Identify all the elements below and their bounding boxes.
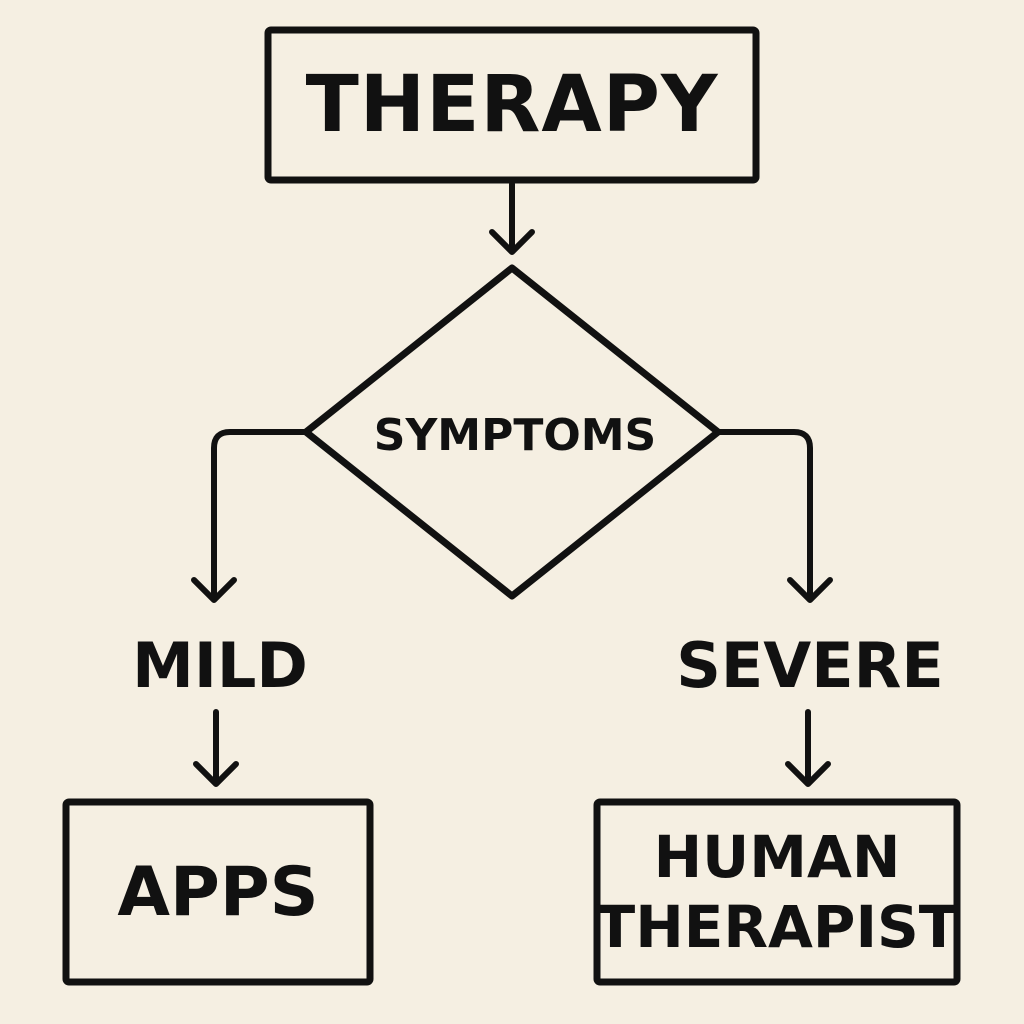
therapy-box — [264, 26, 760, 184]
symptoms-label: SYMPTOMS — [373, 409, 657, 461]
apps-box — [62, 798, 374, 986]
human-therapist-label: HUMAN THERAPIST — [595, 802, 959, 982]
connector-to-mild — [211, 429, 309, 601]
therapy-label: THERAPY — [305, 60, 719, 150]
arrowhead-to-severe — [787, 577, 833, 603]
arrowhead-severe-to-human — [785, 761, 831, 787]
arrowhead-mild-to-apps — [193, 761, 239, 787]
connector-to-severe — [715, 429, 813, 601]
human-therapist-box — [593, 798, 961, 986]
arrowhead-to-mild — [191, 577, 237, 603]
severe-label: SEVERE — [676, 628, 944, 702]
human-therapist-line-1: HUMAN — [653, 823, 901, 891]
arrowhead-therapy-to-symptoms — [489, 229, 535, 255]
human-therapist-line-2: THERAPIST — [595, 893, 959, 961]
symptoms-diamond — [302, 264, 722, 600]
mild-label: MILD — [132, 628, 308, 702]
apps-label: APPS — [117, 852, 319, 932]
